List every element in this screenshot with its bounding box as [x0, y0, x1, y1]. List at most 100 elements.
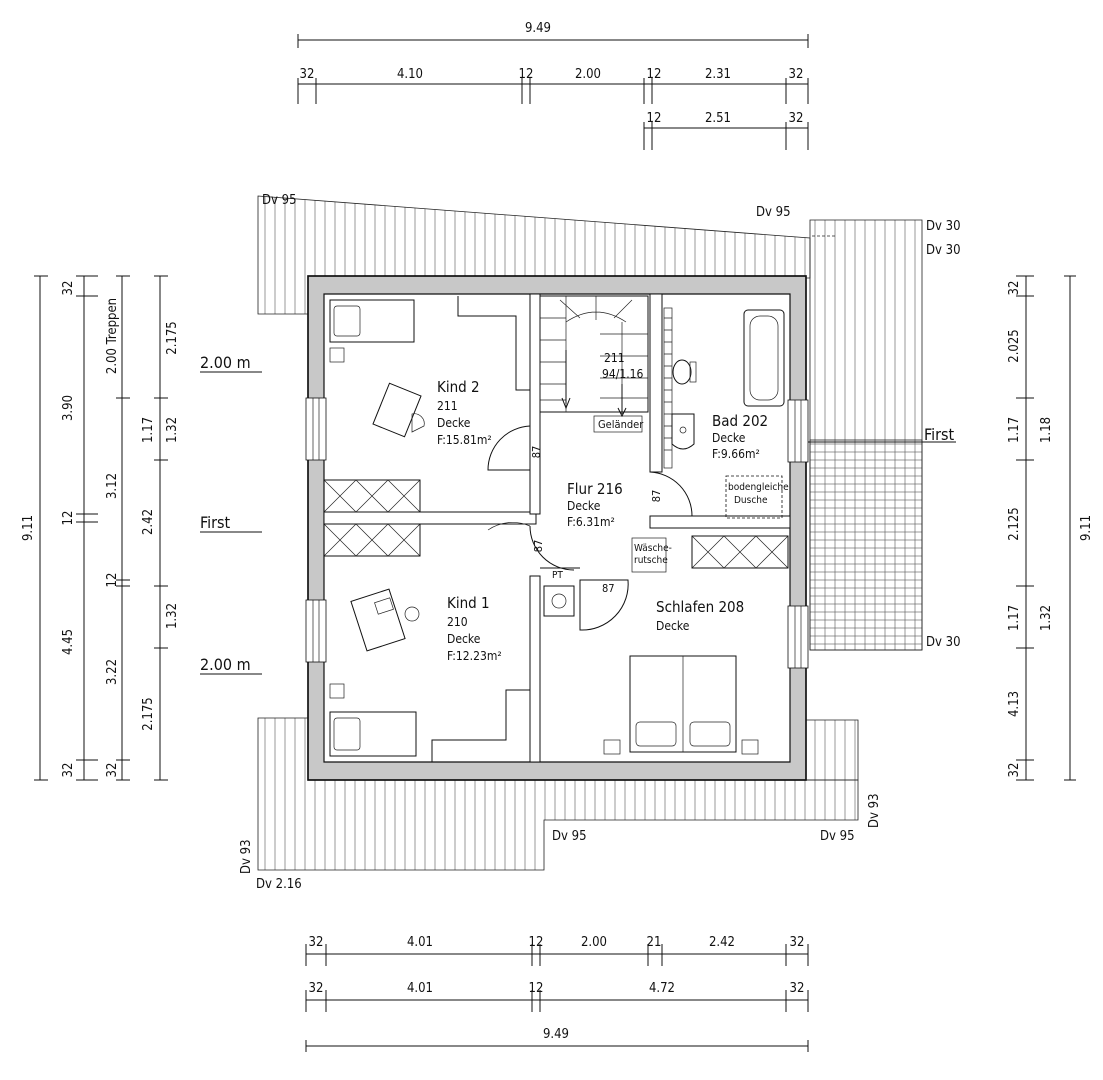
- dim-right-total: 9.11: [1079, 515, 1094, 541]
- dim-top-r1-3: 2.00: [575, 67, 601, 82]
- room-kind2-name: Kind 2: [437, 378, 480, 396]
- room-kind2-number: 211: [437, 399, 458, 413]
- bottom-dimensions: 32 4.01 12 2.00 21 2.42 32 32 4.01 12 4.…: [309, 935, 805, 1042]
- waesche-label-1: Wäsche-: [634, 543, 672, 554]
- dim-bot-total: 9.49: [543, 1027, 569, 1042]
- dim-right-c2-0: 1.18: [1039, 417, 1054, 443]
- dim-bot-r2-3: 4.72: [649, 981, 675, 996]
- dim-left-c2-1: 1.17: [141, 417, 156, 443]
- reference-lines: [200, 371, 956, 675]
- dim-top-r2-2: 32: [789, 111, 804, 126]
- dim-left-c2-0: 2.00 Treppen: [105, 298, 120, 374]
- height-bottom-label: 2.00 m: [200, 655, 251, 674]
- dim-bot-r1-6: 32: [790, 935, 805, 950]
- dim-bot-r1-4: 21: [647, 935, 662, 950]
- dv216-label: Dv 2.16: [256, 877, 302, 892]
- dv95-bottom-2: Dv 95: [820, 829, 855, 844]
- dim-right-c1-6: 32: [1007, 763, 1022, 778]
- room-bad-name: Bad 202: [712, 412, 768, 430]
- room-kind2: Kind 2 211 Decke F:15.81m²: [437, 378, 492, 447]
- dim-left-c1-0: 32: [61, 281, 76, 296]
- dim-right-c1-1: 2.025: [1007, 329, 1022, 362]
- dim-left-c3-2: 2.42: [141, 509, 156, 535]
- gelaender-label: Geländer: [598, 418, 644, 431]
- stair: [539, 295, 649, 433]
- schlafen-furniture: [543, 535, 789, 755]
- dim-bot-r2-0: 32: [309, 981, 324, 996]
- dv30-label-c: Dv 30: [926, 635, 961, 650]
- dim-left-c2-4: 3.22: [105, 659, 120, 685]
- dim-right-c1-4: 1.17: [1007, 605, 1022, 631]
- dim-left-c1-2: 12: [61, 511, 76, 526]
- dim-top-r1-4: 12: [647, 67, 662, 82]
- dusche-label-1: bodengleiche: [728, 482, 789, 493]
- dim-right-c1-0: 32: [1007, 281, 1022, 296]
- left-dimensions: 9.11 32 3.90 12 4.45 32 2.00 Treppen 1.1…: [21, 281, 180, 778]
- dv95-top-right: Dv 95: [756, 205, 791, 220]
- dim-bot-r1-2: 12: [529, 935, 544, 950]
- dim-left-c1-4: 32: [61, 763, 76, 778]
- dim-left-c1-1: 3.90: [61, 395, 76, 421]
- dim-bot-r1-0: 32: [309, 935, 324, 950]
- interior-walls: [323, 293, 791, 763]
- room-flur: Flur 216 Decke F:6.31m²: [567, 480, 623, 529]
- dim-bot-r2-1: 4.01: [407, 981, 433, 996]
- dim-left-c2-5: 32: [105, 763, 120, 778]
- dimension-lines: [34, 34, 1076, 1052]
- first-right-label: First: [924, 425, 955, 444]
- dv30-label-b: Dv 30: [926, 243, 961, 258]
- dim-left-c3-0: 2.175: [165, 321, 180, 354]
- dim-left-c1-3: 4.45: [61, 629, 76, 655]
- door-87-b: 87: [532, 540, 545, 553]
- room-kind1-number: 210: [447, 615, 468, 629]
- dim-left-total: 9.11: [21, 515, 36, 541]
- waesche-label-2: rutsche: [634, 555, 668, 566]
- dim-bot-r1-5: 2.42: [709, 935, 735, 950]
- dim-top-r1-1: 4.10: [397, 67, 423, 82]
- dim-left-c3-1: 1.32: [165, 417, 180, 443]
- dv95-bottom-1: Dv 95: [552, 829, 587, 844]
- room-kind2-ceiling: Decke: [437, 416, 471, 430]
- room-bad-area: F:9.66m²: [712, 447, 760, 461]
- dim-top-total: 9.49: [525, 21, 551, 36]
- door-87-d: 87: [602, 582, 615, 595]
- kind1-furniture: [323, 523, 530, 762]
- dim-left-c3-3: 1.32: [165, 603, 180, 629]
- room-kind1-area: F:12.23m²: [447, 649, 502, 663]
- dim-top-r1-2: 12: [519, 67, 534, 82]
- dim-top-r1-6: 32: [789, 67, 804, 82]
- room-flur-area: F:6.31m²: [567, 515, 615, 529]
- dim-bot-r1-3: 2.00: [581, 935, 607, 950]
- roof-annotations: Dv 95 Dv 95 Dv 30 Dv 30 Dv 30 Dv 95 Dv 9…: [200, 193, 961, 892]
- dv95-top-left: Dv 95: [262, 193, 297, 208]
- room-flur-name: Flur 216: [567, 480, 623, 498]
- pt-label: PT: [552, 570, 563, 581]
- right-dimensions: 32 2.025 1.17 2.125 1.17 4.13 32 1.18 1.…: [1007, 281, 1094, 778]
- bath-fixtures: [663, 307, 785, 519]
- room-flur-ceiling: Decke: [567, 499, 601, 513]
- roof-dormer-bottom: [257, 717, 859, 871]
- dusche-label-2: Dusche: [734, 495, 768, 506]
- detail-labels: 211 94/1.16 Geländer bodengleiche Dusche…: [530, 351, 789, 595]
- room-kind1: Kind 1 210 Decke F:12.23m²: [447, 594, 502, 663]
- door-87-a: 87: [530, 446, 543, 459]
- dv93-left: Dv 93: [239, 839, 254, 874]
- kind2-furniture: [323, 296, 530, 513]
- dim-bot-r1-1: 4.01: [407, 935, 433, 950]
- dim-left-c3-4: 2.175: [141, 697, 156, 730]
- dim-left-c2-2: 3.12: [105, 473, 120, 499]
- dv93-right: Dv 93: [867, 793, 882, 828]
- dim-right-c2-1: 1.32: [1039, 605, 1054, 631]
- dim-top-r1-0: 32: [300, 67, 315, 82]
- room-schlafen-ceiling: Decke: [656, 619, 690, 633]
- room-schlafen: Schlafen 208 Decke: [656, 598, 744, 633]
- room-kind2-area: F:15.81m²: [437, 433, 492, 447]
- stair-number: 211: [604, 351, 625, 365]
- room-kind1-name: Kind 1: [447, 594, 490, 612]
- dim-right-c1-5: 4.13: [1007, 691, 1022, 717]
- dv30-label-a: Dv 30: [926, 219, 961, 234]
- door-87-c: 87: [650, 490, 663, 503]
- room-schlafen-name: Schlafen 208: [656, 598, 744, 616]
- doors: [487, 425, 693, 631]
